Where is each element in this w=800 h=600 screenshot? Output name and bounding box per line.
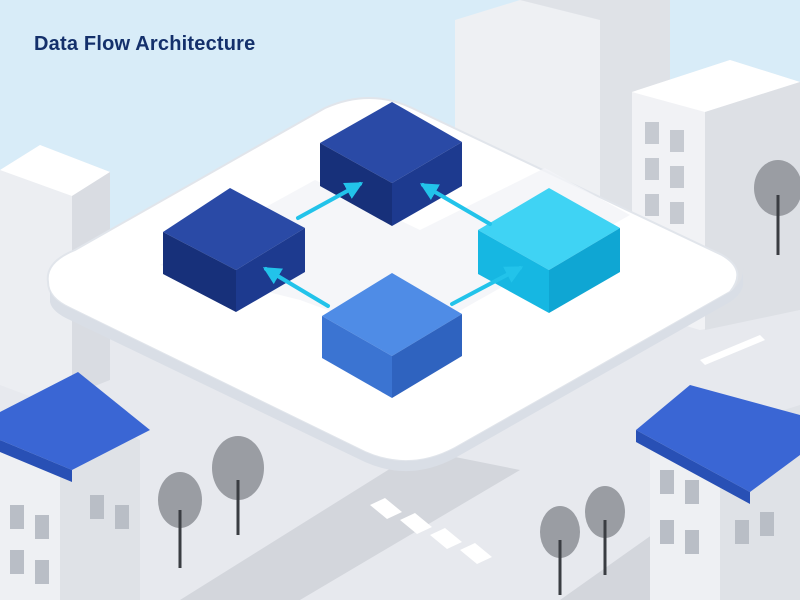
house-left (0, 372, 150, 600)
tree (540, 506, 580, 595)
tree (754, 160, 800, 255)
house-right (636, 385, 800, 600)
arrow-bottom-to-left (262, 267, 330, 308)
arrow-bottom-to-right (450, 266, 524, 306)
blue-block-bottom (322, 273, 462, 398)
trees (158, 160, 800, 595)
tree (158, 472, 202, 568)
tree (212, 436, 264, 535)
diagram-title: Data Flow Architecture (34, 33, 256, 55)
arrow-left-to-top (296, 182, 364, 220)
flow-arrows (262, 182, 524, 308)
arrow-right-to-top (419, 183, 492, 226)
tree (585, 486, 625, 575)
